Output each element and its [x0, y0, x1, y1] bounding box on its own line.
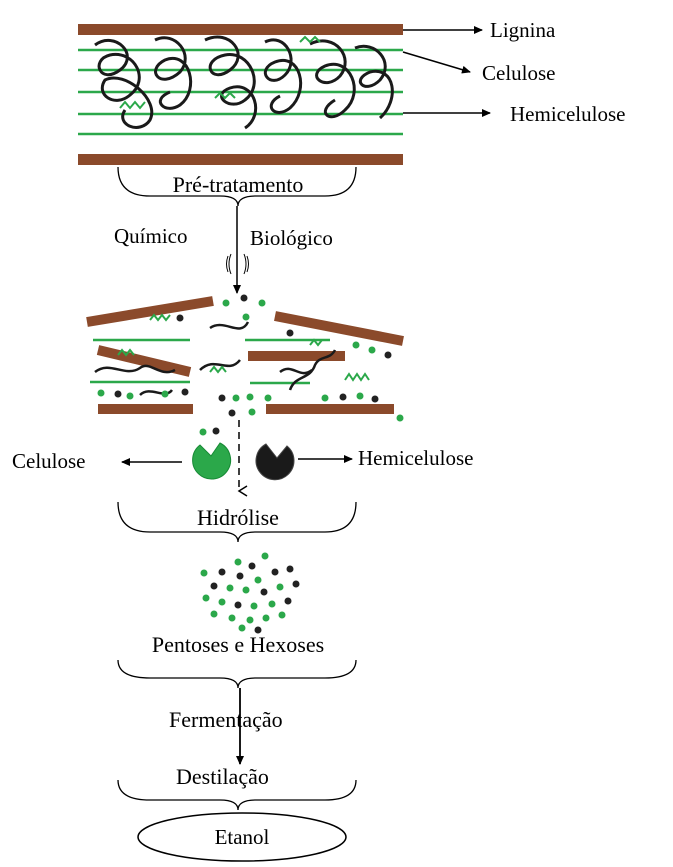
biologico-label: Biológico — [250, 226, 333, 250]
celulose-enzyme-label: Celulose — [12, 449, 86, 473]
lignin-bar-top — [78, 24, 403, 35]
brace-pentoses — [118, 660, 356, 688]
lignin-bar-bottom — [78, 154, 403, 165]
hidrolise-label: Hidrólise — [197, 505, 279, 530]
hemicelulose-enzyme-label: Hemicelulose — [358, 446, 473, 470]
hemicelulose-top-label: Hemicelulose — [510, 102, 625, 126]
pretratamento-label: Pré-tratamento — [173, 172, 304, 197]
green-squiggles — [120, 37, 320, 108]
fermentacao-label: Fermentação — [169, 707, 283, 732]
etanol-label: Etanol — [215, 825, 270, 849]
destilacao-label: Destilação — [176, 764, 269, 789]
celulose-pointer — [403, 52, 470, 72]
sugars-cluster — [201, 553, 300, 634]
cellulase-enzyme-icon — [193, 428, 231, 480]
hemicellulase-enzyme-icon — [256, 444, 294, 480]
lignina-label: Lignina — [490, 18, 556, 42]
pentoses-hexoses-label: Pentoses e Hexoses — [152, 632, 324, 657]
pretreated-structure — [87, 295, 404, 422]
celulose-top-label: Celulose — [482, 61, 556, 85]
quimico-label: Químico — [114, 224, 188, 248]
lignocellulose-structure — [78, 24, 403, 165]
